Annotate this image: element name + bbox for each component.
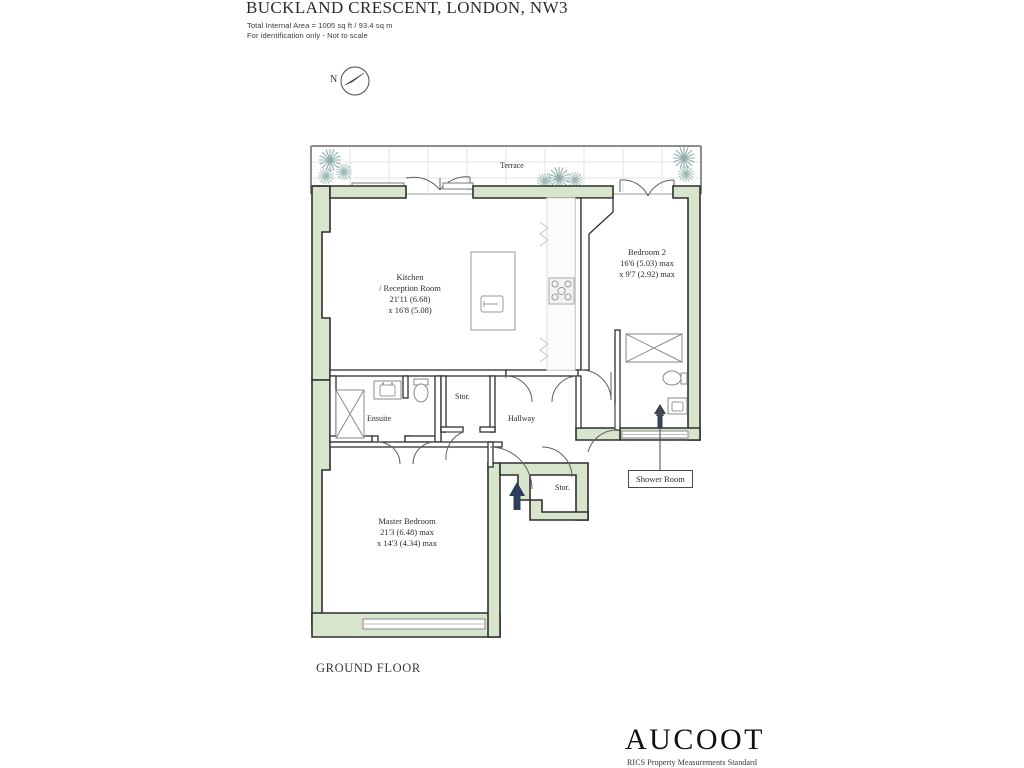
floor-label: GROUND FLOOR <box>316 661 421 675</box>
room-dim-line2: x 14'3 (4.34) max <box>376 538 438 548</box>
interior-walls <box>329 197 621 468</box>
interior-door-swings <box>377 369 616 490</box>
compass-icon <box>340 66 370 96</box>
ensuite-fittings <box>335 378 429 439</box>
room-dim-line1: 16'6 (5.03) max <box>620 258 674 268</box>
room-dim-line2: x 16'8 (5.08) <box>388 305 432 315</box>
total-area-text: Total Internal Area = 1005 sq ft / 93.4 … <box>247 21 393 30</box>
room-name-line1: Kitchen <box>396 272 424 282</box>
compass-north-label: N <box>330 74 338 85</box>
room-label-hallway: Hallway <box>508 414 536 423</box>
room-label-storage-upper: Stor. <box>455 392 470 401</box>
page-title: BUCKLAND CRESCENT, LONDON, NW3 <box>246 0 568 17</box>
room-label-ensuite: Ensuite <box>367 414 391 423</box>
terrace-label: Terrace <box>500 161 524 170</box>
disclaimer-text: For identification only - Not to scale <box>247 31 368 40</box>
terrace-sliding-doors <box>351 182 474 190</box>
room-label-master-bedroom: Master Bedroom 21'3 (6.48) max x 14'3 (4… <box>352 516 462 549</box>
room-dim-line2: x 9'7 (2.92) max <box>619 269 675 279</box>
kitchen-fittings <box>470 197 576 371</box>
terrace-area <box>310 145 702 195</box>
room-dim-line1: 21'11 (6.68) <box>389 294 431 304</box>
shower-room-leader <box>656 406 664 470</box>
shower-room-fittings <box>625 333 688 415</box>
room-name-line1: Master Bedroom <box>378 516 436 526</box>
room-dim-line1: 21'3 (6.48) max <box>380 527 434 537</box>
compass-rose: N <box>330 62 390 100</box>
brand-standard-text: RICS Property Measurements Standard <box>627 758 757 767</box>
room-label-kitchen-reception: Kitchen / Reception Room 21'11 (6.68) x … <box>355 272 465 316</box>
callout-shower-room: Shower Room <box>628 470 693 488</box>
terrace-door-swings <box>406 176 675 197</box>
room-label-storage-lower: Stor. <box>555 483 570 492</box>
brand-logo: AUCOOT <box>625 723 765 756</box>
room-name-line1: Bedroom 2 <box>627 247 666 257</box>
room-label-bedroom-2: Bedroom 2 16'6 (5.03) max x 9'7 (2.92) m… <box>592 247 702 280</box>
room-name-line2: / Reception Room <box>379 283 441 293</box>
